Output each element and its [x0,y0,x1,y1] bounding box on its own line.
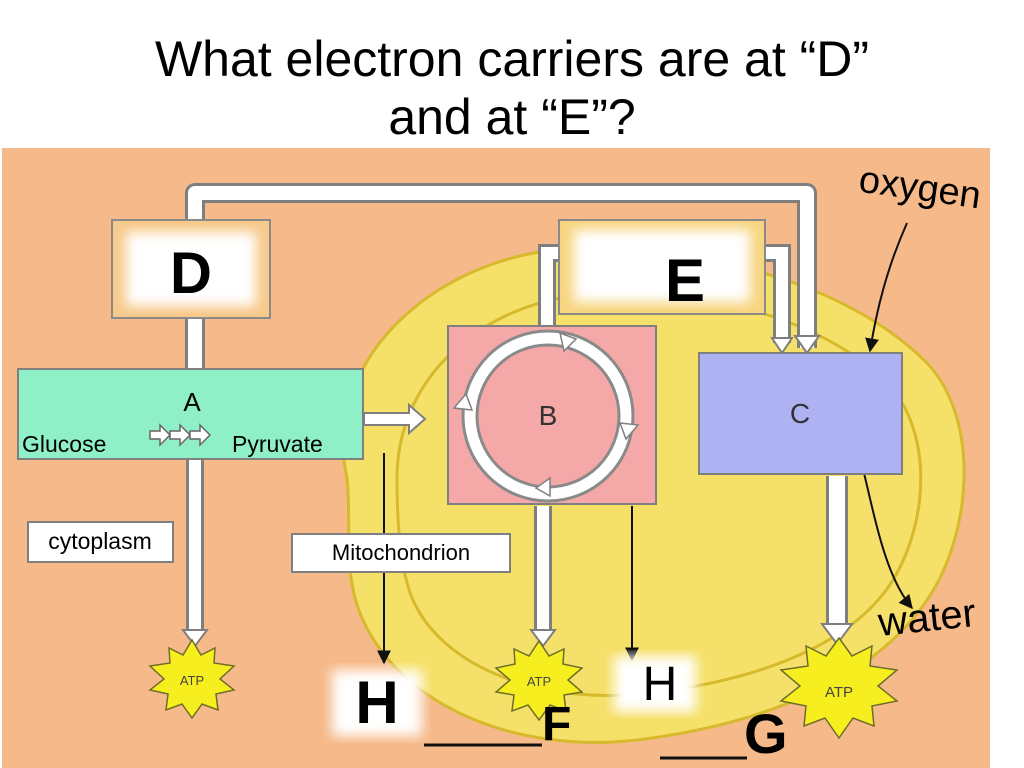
water-curve-arrow [863,472,913,610]
arrow-cytoplasm-to-atp [181,458,209,648]
label-water: water [875,591,978,645]
label-box-e: E [558,219,766,315]
label-e: E [665,247,705,314]
label-b: B [539,400,558,431]
label-h-right: H [643,658,678,711]
atp-star-left: ATP [148,638,236,720]
box-a-glycolysis: A Glucose Pyruvate [17,368,364,460]
arrow-a-to-b [363,402,427,436]
arrow-e-to-c [762,244,794,355]
title-line-2: and at “E”? [388,89,636,145]
label-a: A [183,387,201,417]
diagram-canvas: D E A Glucose Pyruvate B C [17,159,984,765]
cytoplasm-label-box: cytoplasm [27,521,174,563]
h-label-right: H [614,656,696,712]
label-d: D [170,241,212,306]
label-mitochondrion: Mitochondrion [332,540,470,565]
answer-blank-f: F [424,698,571,751]
slide-title: What electron carriers are at “D” and at… [0,30,1024,146]
atp-star-middle: ATP [494,639,584,722]
label-cytoplasm: cytoplasm [48,528,152,554]
glycolysis-arrows [149,423,212,447]
mitochondrion-label-box: Mitochondrion [291,533,511,573]
label-oxygen: oxygen [856,159,983,218]
box-b-krebs-cycle: B [447,325,657,505]
label-pyruvate: Pyruvate [232,431,323,457]
oxygen-arrow [865,222,908,353]
label-c: C [790,398,810,429]
box-c-electron-transport: C [698,352,903,475]
answer-blank-g: G [660,702,788,765]
atp-label-left: ATP [180,673,204,688]
label-h-left: H [355,669,398,736]
cellular-respiration-diagram: D E A Glucose Pyruvate B C [2,148,990,768]
label-box-d: D [111,219,271,319]
atp-star-right: ATP [779,636,899,740]
label-glucose: Glucose [22,431,106,457]
arrow-b-to-atp [529,506,557,648]
label-f: F [542,698,571,751]
atp-label-middle: ATP [527,674,551,689]
title-line-1: What electron carriers are at “D” [154,31,870,87]
atp-label-right: ATP [825,684,853,701]
label-g: G [744,702,788,765]
arrow-c-to-atp [820,476,854,646]
h-label-left: H [332,669,422,736]
